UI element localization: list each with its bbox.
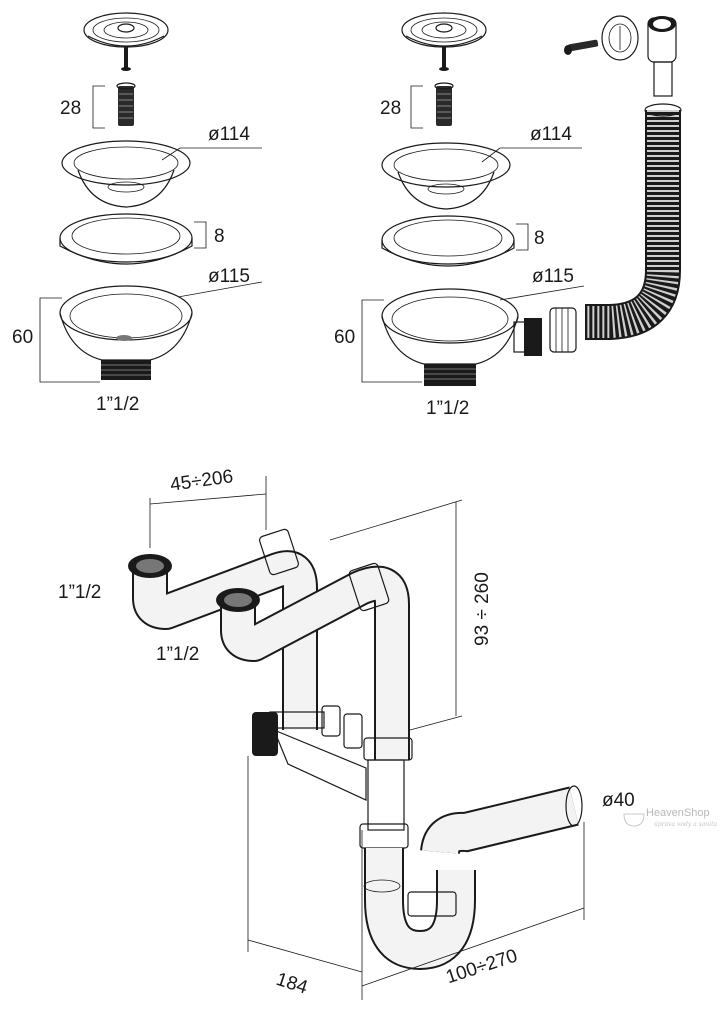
right-seal-ring [381, 215, 515, 267]
inlet-spacing-dimension [149, 476, 267, 548]
overflow-outlet [647, 16, 677, 97]
right-basket-diameter-label: ø114 [530, 124, 572, 145]
left-screw-length-label: 28 [60, 98, 81, 119]
inlet-2-thread-label: 1”1/2 [156, 644, 199, 665]
inlet-spacing-label: 45÷206 [169, 466, 235, 496]
right-screw [434, 82, 454, 126]
watermark-tagline: úprava vody a sanita [654, 821, 717, 828]
siphon-inlet-arm-2 [216, 562, 410, 760]
brand-watermark: HeavenShop úprava vody a sanita [623, 807, 717, 828]
right-sink-body [381, 288, 542, 386]
right-strainer-assembly: 28 ø114 8 ø115 [334, 12, 682, 419]
left-thread-label: 1”1/2 [96, 394, 139, 415]
double-bowl-siphon: 45÷206 1”1/2 1”1/2 93 ÷ 260 [58, 466, 635, 1000]
depth-label: 184 [273, 969, 310, 999]
siphon-trap [359, 759, 476, 971]
right-body-height-label: 60 [334, 327, 355, 348]
left-seal-ring [59, 213, 193, 265]
outlet-diameter-label: ø40 [602, 790, 635, 811]
right-thread-label: 1”1/2 [426, 398, 469, 419]
right-screw-length-label: 28 [380, 98, 401, 119]
left-body-diameter-label: ø115 [208, 266, 250, 287]
left-strainer-assembly: 28 ø114 8 ø115 [12, 12, 263, 415]
overflow-cover [601, 15, 639, 61]
right-body-diameter-label: ø115 [532, 266, 574, 287]
height-range-label: 93 ÷ 260 [472, 572, 493, 646]
overflow-screw [564, 39, 599, 55]
overflow-nut [549, 307, 577, 353]
left-sink-body [59, 285, 193, 380]
right-strainer-basket [401, 12, 487, 71]
left-basket-diameter-label: ø114 [208, 124, 250, 145]
left-strainer-basket [83, 12, 169, 71]
left-basket-bowl [61, 140, 191, 208]
bottom-dimensions [247, 756, 585, 1000]
right-basket-bowl [381, 142, 511, 210]
right-ring-height-label: 8 [534, 228, 545, 249]
corrugated-overflow-hose [585, 103, 682, 340]
siphon-inlet-arm-1 [128, 528, 318, 730]
left-ring-height-label: 8 [214, 226, 225, 247]
left-screw [116, 82, 136, 126]
inlet-1-thread-label: 1”1/2 [58, 582, 101, 603]
siphon-outlet-pipe [420, 785, 583, 856]
left-body-height-label: 60 [12, 327, 33, 348]
height-dimension [329, 499, 463, 731]
watermark-brand: HeavenShop [646, 807, 710, 819]
